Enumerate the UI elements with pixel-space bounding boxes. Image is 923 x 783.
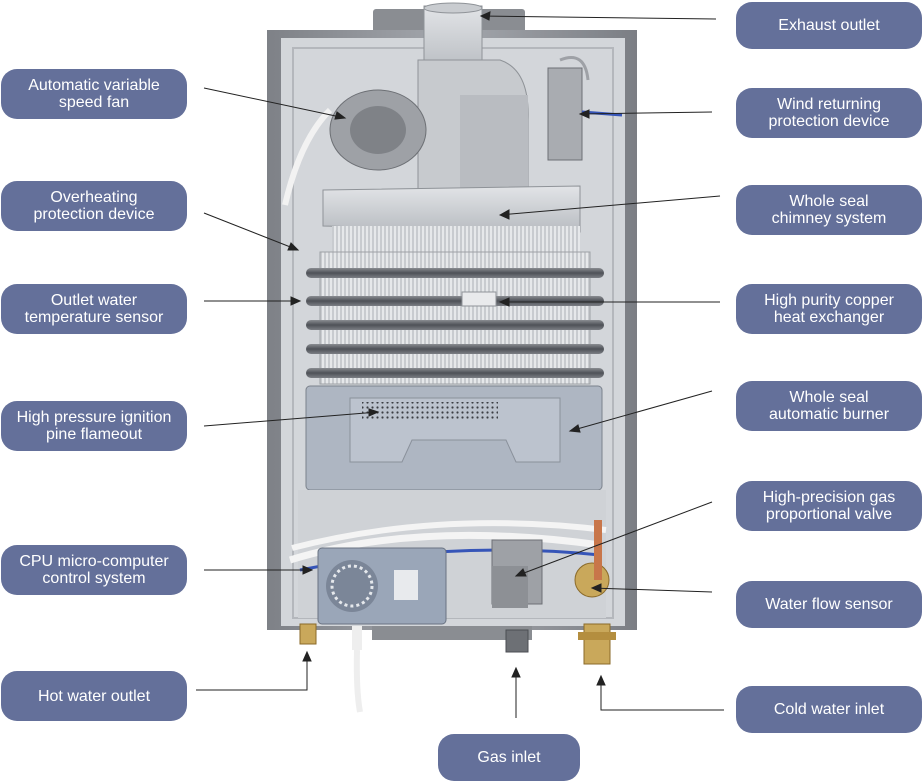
label-overheating-protection-device: Overheating protection device	[1, 181, 187, 231]
label-high-purity-copper-heat-exchanger: High purity copper heat exchanger	[736, 284, 922, 334]
label-gas-inlet: Gas inlet	[438, 734, 580, 781]
wind-protection-part	[547, 67, 583, 161]
label-cpu-control-system: CPU micro-computer control system	[1, 545, 187, 595]
label-high-pressure-ignition: High pressure ignition pine flameout	[1, 401, 187, 451]
label-water-flow-sensor: Water flow sensor	[736, 581, 922, 628]
label-wind-returning-protection-device: Wind returning protection device	[736, 88, 922, 138]
label-hot-water-outlet: Hot water outlet	[1, 671, 187, 721]
label-exhaust-outlet: Exhaust outlet	[736, 2, 922, 49]
cold-water-valve	[583, 623, 611, 665]
label-high-precision-gas-valve: High-precision gas proportional valve	[736, 481, 922, 531]
label-outlet-water-temperature-sensor: Outlet water temperature sensor	[1, 284, 187, 334]
label-whole-seal-automatic-burner: Whole seal automatic burner	[736, 381, 922, 431]
chimney-hood	[322, 185, 581, 233]
hot-water-connector	[299, 623, 317, 645]
label-automatic-variable-speed-fan: Automatic variable speed fan	[1, 69, 187, 119]
label-whole-seal-chimney-system: Whole seal chimney system	[736, 185, 922, 235]
water-flow-part	[574, 562, 610, 598]
label-cold-water-inlet: Cold water inlet	[736, 686, 922, 733]
gas-inlet-connector	[505, 629, 529, 653]
